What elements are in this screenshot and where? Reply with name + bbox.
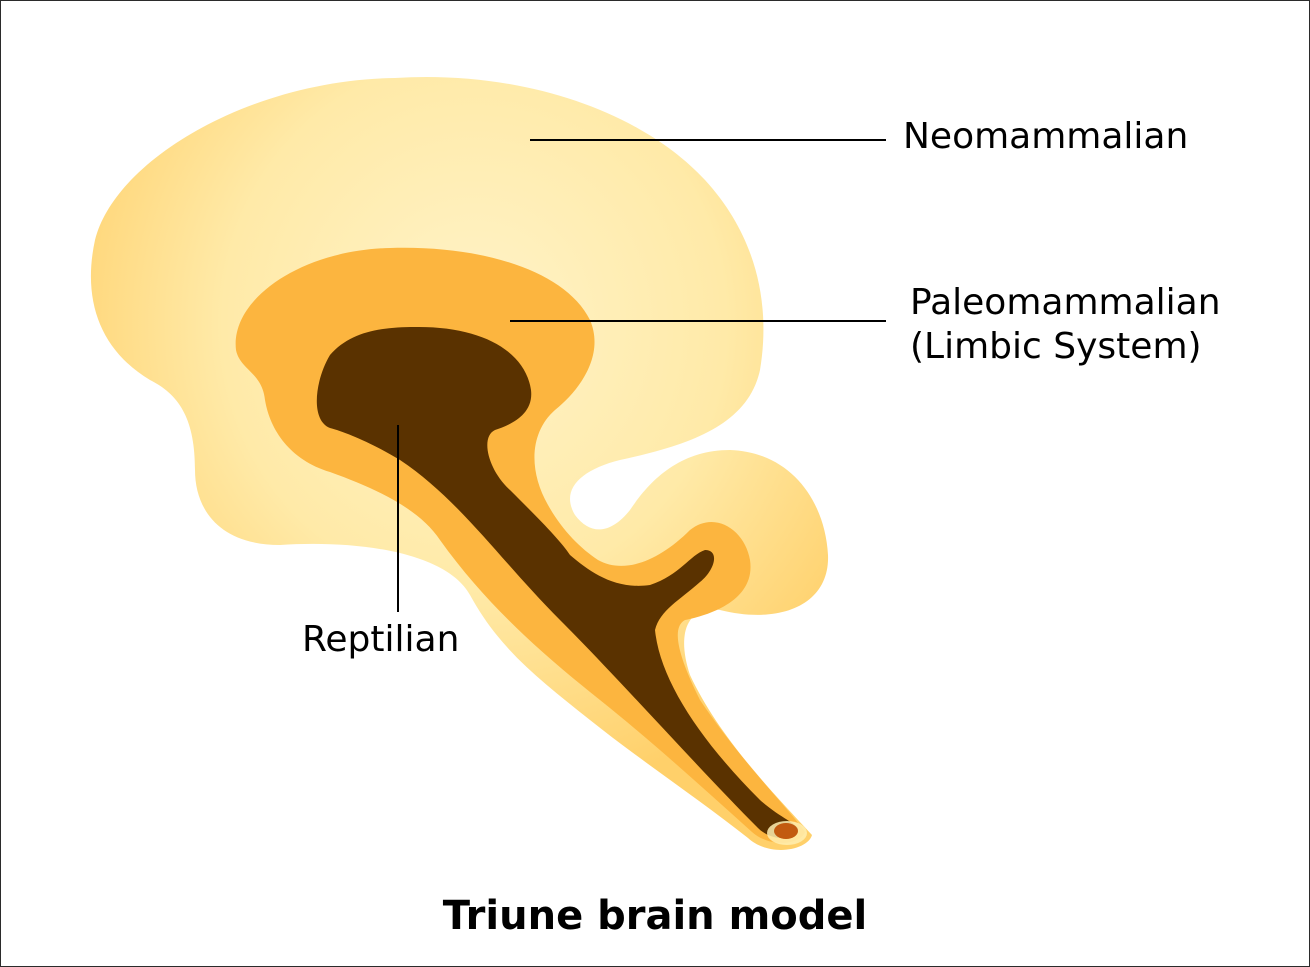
limbic-system-label: (Limbic System) bbox=[910, 324, 1202, 369]
neomammalian-label: Neomammalian bbox=[903, 114, 1188, 159]
paleomammalian-label: Paleomammalian bbox=[910, 280, 1221, 325]
reptilian-label: Reptilian bbox=[302, 617, 459, 662]
diagram-title: Triune brain model bbox=[0, 893, 1310, 939]
brainstem-tip-inner bbox=[774, 823, 798, 839]
